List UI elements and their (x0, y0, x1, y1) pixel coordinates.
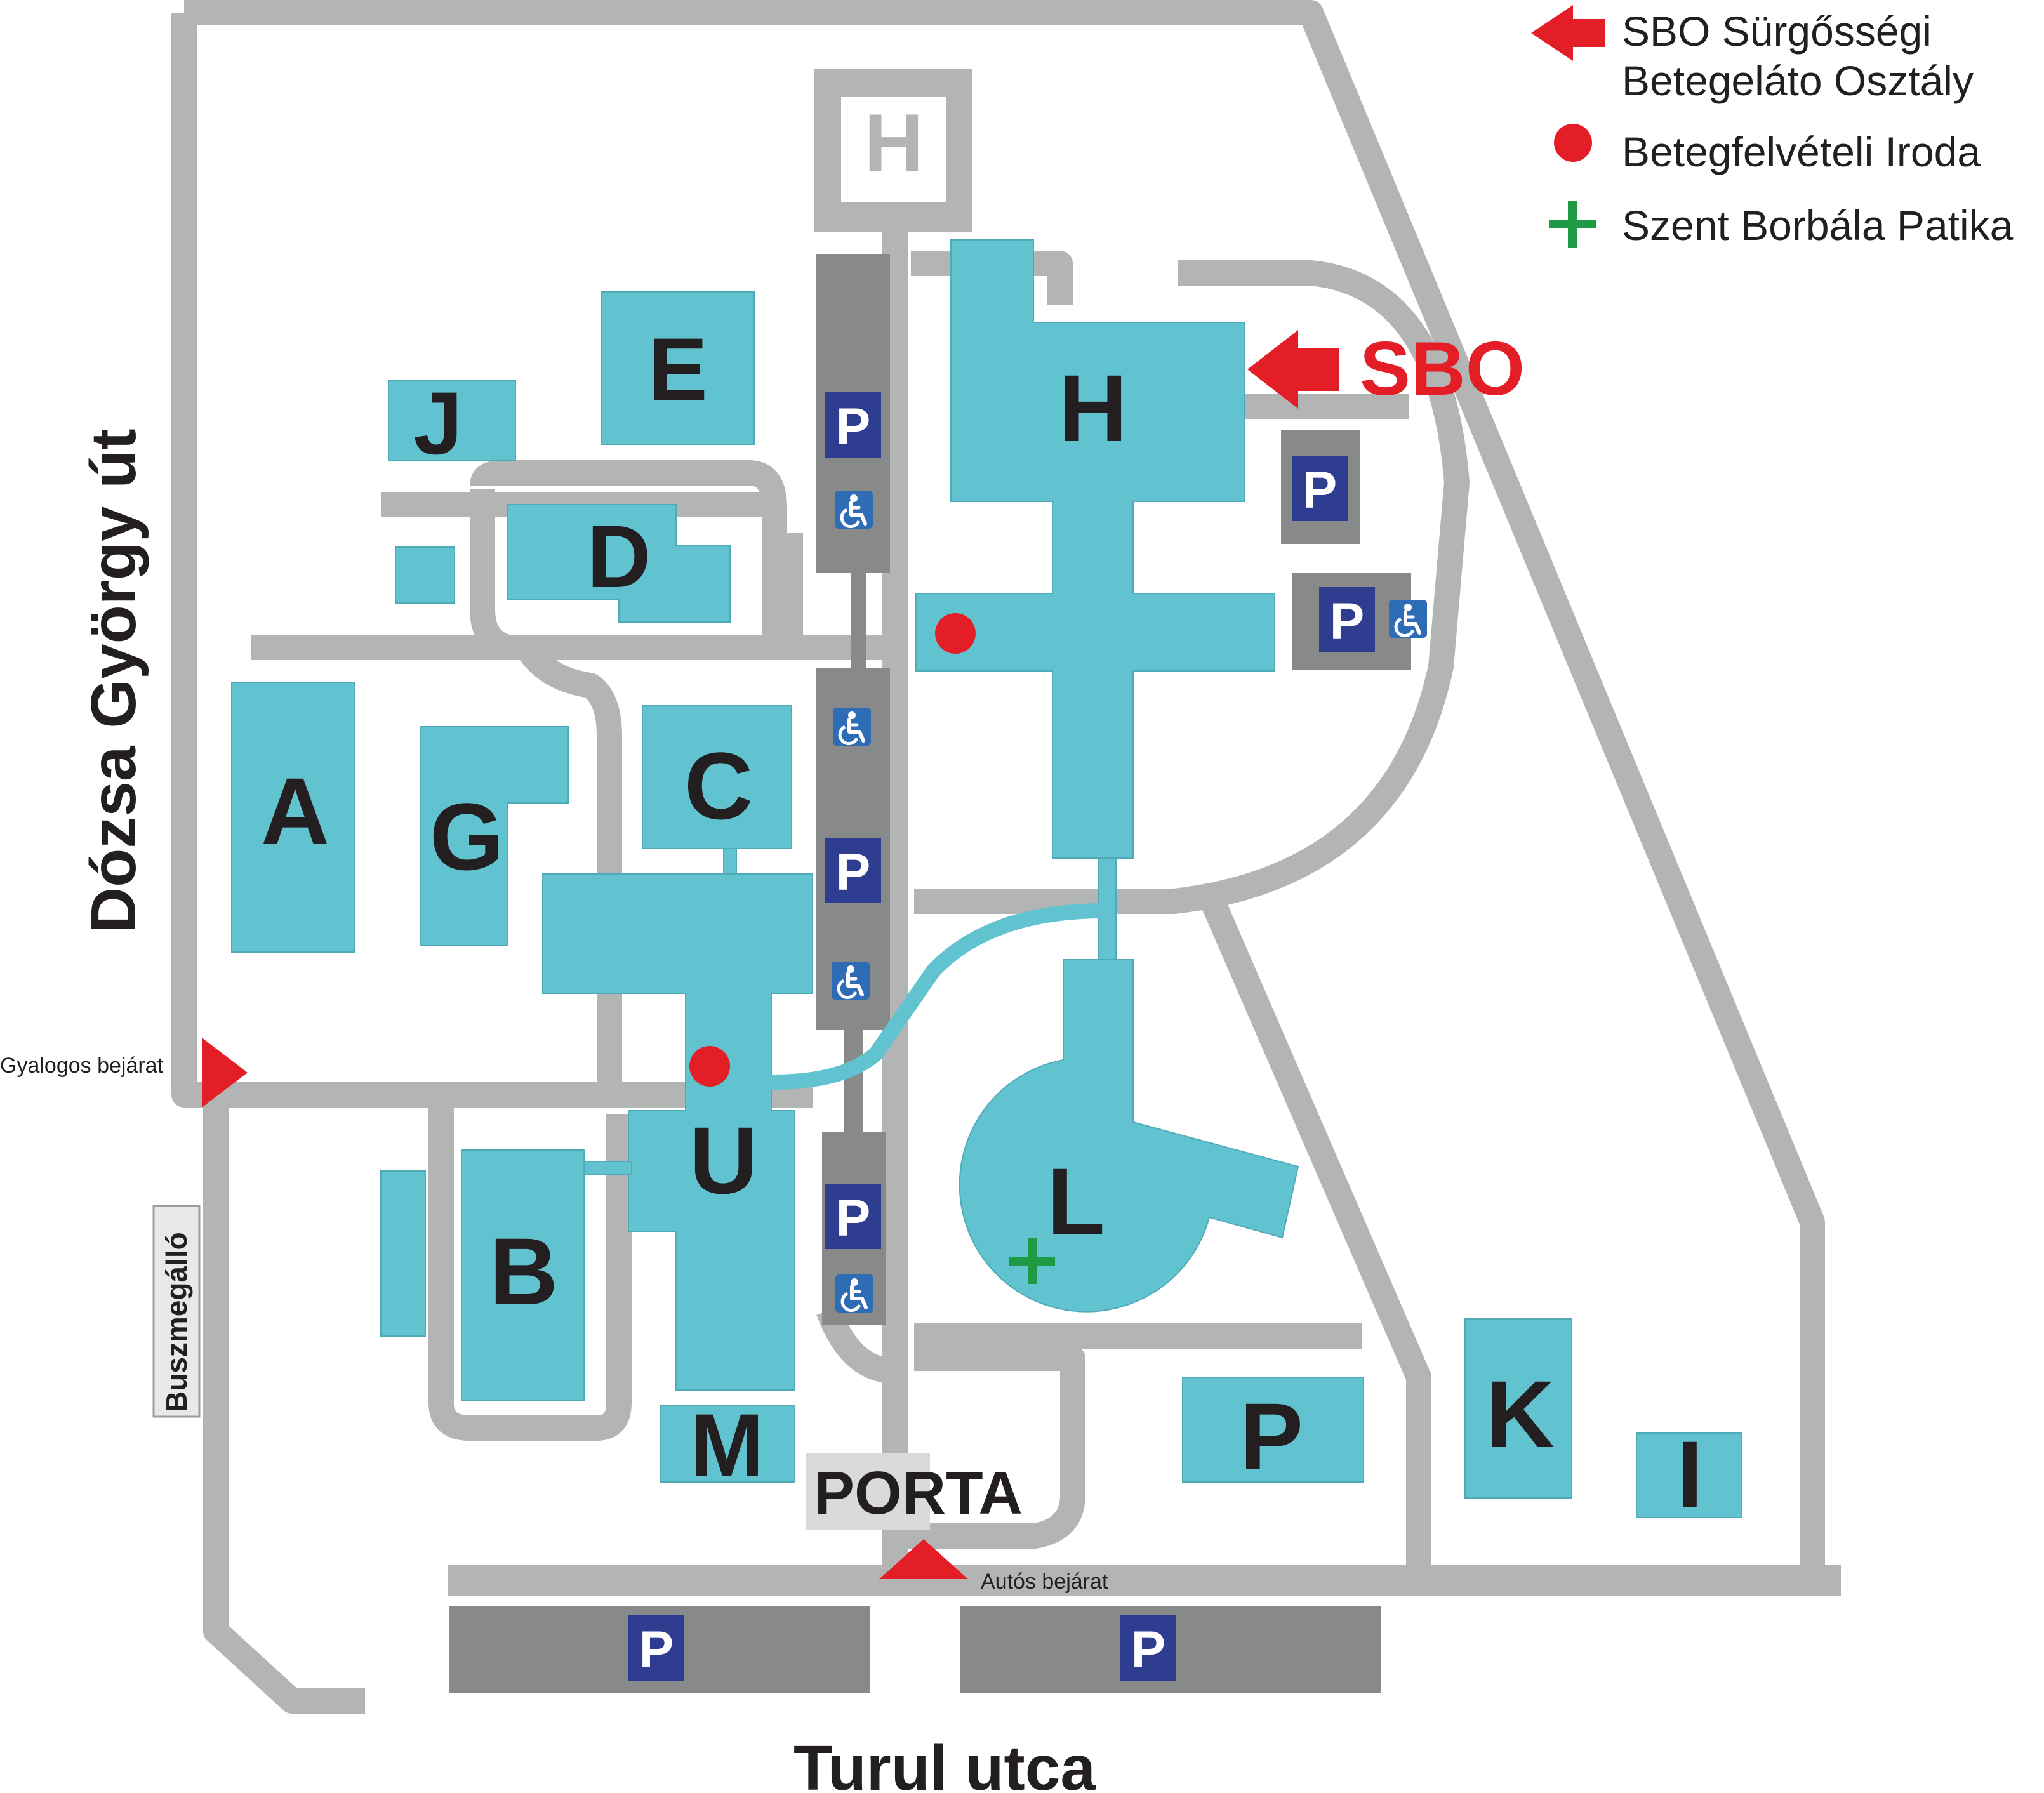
label-G: G (430, 783, 504, 890)
sbo-arrow-icon (1247, 330, 1339, 409)
parking-sign: P (628, 1615, 684, 1681)
buildings (231, 239, 1742, 1518)
gate-label: PORTA (814, 1459, 1023, 1527)
parking-sign: P (825, 838, 881, 903)
building-J (388, 380, 516, 461)
building-B (461, 1149, 585, 1401)
building-M (660, 1405, 795, 1483)
parking-sign: P (1292, 456, 1348, 521)
building-G (420, 726, 569, 946)
skywalk-U-L (771, 903, 1105, 1090)
pedestrian-entrance-label: Gyalogos bejárat (0, 1054, 164, 1078)
building-H (915, 239, 1275, 859)
svg-text:P: P (836, 844, 871, 901)
legend-pharmacy: Szent Borbála Patika (1622, 202, 2014, 249)
label-U: U (689, 1107, 758, 1214)
parking-sign: P (1120, 1615, 1176, 1681)
label-D: D (587, 506, 651, 606)
building-C (642, 705, 792, 849)
legend-admission: Betegfelvételi Iroda (1622, 128, 1981, 175)
svg-text:P: P (836, 398, 871, 456)
pedestrian-entrance-arrow-icon (202, 1038, 248, 1108)
label-C: C (684, 732, 753, 839)
bus-stop (152, 1205, 201, 1418)
svg-text:P: P (1303, 461, 1337, 519)
building-B-annex (380, 1170, 426, 1337)
sbo-label: SBO (1360, 326, 1525, 411)
car-entrance-arrow-icon (879, 1539, 968, 1579)
helipad-label: H (864, 96, 924, 189)
legend-pharmacy-icon (1549, 201, 1596, 248)
label-B: B (489, 1218, 558, 1325)
parking-sign: P (825, 1184, 881, 1249)
parking-sign: P (1319, 587, 1375, 652)
label-H: H (1059, 355, 1127, 461)
wheelchair-icon (1389, 600, 1427, 638)
building-U (542, 873, 813, 1391)
admission-office-marker (689, 1046, 730, 1087)
wheelchair-icon (835, 491, 873, 529)
label-J: J (413, 373, 463, 473)
building-L (959, 959, 1299, 1313)
legend-admission-icon (1554, 124, 1592, 162)
wheelchair-icon (835, 1274, 873, 1313)
parking-signs: P P P P P P P (628, 392, 1375, 1681)
road-network (171, 0, 1841, 1714)
svg-text:P: P (836, 1189, 871, 1247)
street-west-label: Dózsa György út (78, 428, 149, 933)
building-small-west (395, 546, 455, 604)
building-K (1464, 1318, 1572, 1499)
building-E (601, 291, 755, 445)
svg-text:P: P (639, 1621, 674, 1679)
street-south-label: Turul utca (793, 1733, 1096, 1793)
building-labels: E J D A G C U B M H L P K I (261, 319, 1703, 1528)
label-M: M (690, 1395, 764, 1495)
label-I: I (1676, 1421, 1703, 1528)
label-K: K (1486, 1361, 1555, 1467)
label-E: E (648, 319, 707, 419)
helipad: H (814, 69, 972, 232)
building-D (507, 504, 731, 623)
car-entrance-label: Autós bejárat (981, 1570, 1108, 1594)
svg-text:P: P (1131, 1621, 1166, 1679)
gate-box (806, 1453, 930, 1530)
building-A (231, 682, 355, 953)
wheelchair-icon (832, 962, 870, 1000)
wheelchair-icon (833, 708, 871, 746)
pharmacy-marker (1009, 1238, 1055, 1284)
legend-arrow-icon (1531, 5, 1605, 61)
bus-stop-label: Buszmegálló (160, 1232, 193, 1412)
legend: SBO Sürgősségi Betegeláto Osztály Betegf… (1531, 5, 2014, 249)
building-P (1182, 1377, 1364, 1483)
admission-office-marker (935, 613, 976, 654)
svg-text:P: P (1330, 593, 1365, 651)
legend-sbo-line1: SBO Sürgősségi (1622, 8, 1932, 55)
label-P: P (1240, 1383, 1303, 1490)
parking-sign: P (825, 392, 881, 458)
label-L: L (1047, 1148, 1105, 1255)
building-I (1636, 1432, 1742, 1518)
label-A: A (261, 758, 329, 864)
legend-sbo-line2: Betegeláto Osztály (1622, 57, 1974, 104)
